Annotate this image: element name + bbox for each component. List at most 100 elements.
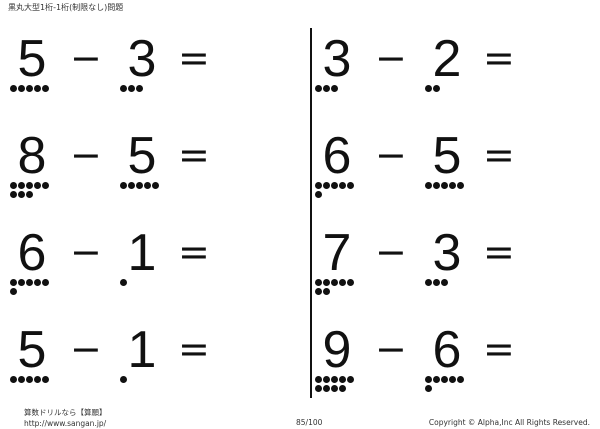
count-dot	[10, 84, 17, 92]
footer-url-link[interactable]: http://www.sangan.jp/	[24, 419, 107, 428]
minuend-dot-counter	[315, 84, 355, 93]
count-dot	[26, 278, 33, 286]
subtraction-problem: 7−3=	[315, 226, 595, 306]
count-dot	[34, 278, 41, 286]
count-dot	[339, 384, 346, 392]
minuend-digit: 3	[322, 30, 352, 88]
subtrahend-dot-counter	[425, 375, 465, 393]
count-dot	[433, 84, 440, 92]
count-dot	[323, 181, 330, 189]
count-dot	[42, 278, 49, 286]
equals-sign: =	[483, 230, 515, 274]
subtrahend-digit: 2	[432, 30, 462, 88]
minus-sign: −	[70, 327, 102, 371]
dot-row	[120, 84, 160, 92]
dot-row	[425, 181, 465, 189]
minus-sign: −	[70, 133, 102, 177]
count-dot	[441, 278, 448, 286]
count-dot	[323, 84, 330, 92]
count-dot	[18, 375, 25, 383]
dot-row	[10, 375, 50, 383]
minuend-dot-counter	[315, 278, 355, 296]
subtrahend-dot-counter	[425, 84, 465, 93]
count-dot	[42, 84, 49, 92]
footer-site-info: 算数ドリルなら【算願】 http://www.sangan.jp/	[24, 407, 107, 429]
subtraction-problem: 8−5=	[10, 129, 290, 209]
count-dot	[18, 84, 25, 92]
count-dot	[347, 375, 354, 383]
page-title: 黒丸大型1桁-1桁(制限なし)問題	[8, 3, 124, 12]
minus-sign: −	[375, 230, 407, 274]
minus-sign: −	[375, 133, 407, 177]
count-dot	[347, 278, 354, 286]
count-dot	[34, 181, 41, 189]
subtraction-problem: 5−3=	[10, 32, 290, 112]
footer-site-name: 算数ドリルなら【算願】	[24, 408, 107, 417]
count-dot	[441, 181, 448, 189]
count-dot	[315, 375, 322, 383]
dot-row	[10, 181, 50, 189]
count-dot	[10, 375, 17, 383]
equals-sign: =	[178, 36, 210, 80]
dot-row	[10, 190, 50, 198]
count-dot	[425, 375, 432, 383]
footer-page-number: 85/100	[296, 418, 323, 427]
subtrahend-digit: 1	[127, 224, 157, 282]
minuend-digit: 7	[322, 224, 352, 282]
count-dot	[26, 84, 33, 92]
minuend-dot-counter	[10, 375, 50, 384]
count-dot	[315, 278, 322, 286]
minuend-digit: 9	[322, 321, 352, 379]
equals-sign: =	[483, 327, 515, 371]
count-dot	[152, 181, 159, 189]
dot-row	[315, 384, 355, 392]
count-dot	[425, 181, 432, 189]
count-dot	[315, 287, 322, 295]
count-dot	[457, 181, 464, 189]
subtrahend-dot-counter	[120, 375, 160, 384]
count-dot	[26, 190, 33, 198]
minuend-digit: 8	[17, 127, 47, 185]
minuend-dot-counter	[315, 181, 355, 199]
minuend-dot-counter	[10, 84, 50, 93]
subtrahend-dot-counter	[425, 181, 465, 190]
count-dot	[433, 278, 440, 286]
dot-row	[10, 84, 50, 92]
count-dot	[120, 375, 127, 383]
count-dot	[10, 190, 17, 198]
count-dot	[18, 190, 25, 198]
dot-row	[425, 278, 465, 286]
dot-row	[425, 84, 465, 92]
count-dot	[128, 181, 135, 189]
count-dot	[323, 278, 330, 286]
dot-row	[120, 375, 160, 383]
minus-sign: −	[375, 36, 407, 80]
dot-row	[10, 278, 50, 286]
count-dot	[449, 375, 456, 383]
count-dot	[331, 181, 338, 189]
count-dot	[315, 181, 322, 189]
count-dot	[323, 384, 330, 392]
dot-row	[120, 278, 160, 286]
subtraction-problem: 6−1=	[10, 226, 290, 306]
minuend-digit: 6	[17, 224, 47, 282]
count-dot	[10, 278, 17, 286]
count-dot	[136, 84, 143, 92]
count-dot	[425, 278, 432, 286]
count-dot	[18, 278, 25, 286]
count-dot	[144, 181, 151, 189]
column-divider	[310, 28, 312, 398]
count-dot	[10, 181, 17, 189]
count-dot	[42, 375, 49, 383]
dot-row	[10, 287, 50, 295]
subtrahend-dot-counter	[120, 84, 160, 93]
subtrahend-digit: 5	[127, 127, 157, 185]
subtrahend-digit: 1	[127, 321, 157, 379]
count-dot	[339, 278, 346, 286]
count-dot	[433, 375, 440, 383]
subtrahend-digit: 3	[127, 30, 157, 88]
count-dot	[323, 375, 330, 383]
count-dot	[10, 287, 17, 295]
count-dot	[34, 375, 41, 383]
count-dot	[347, 181, 354, 189]
